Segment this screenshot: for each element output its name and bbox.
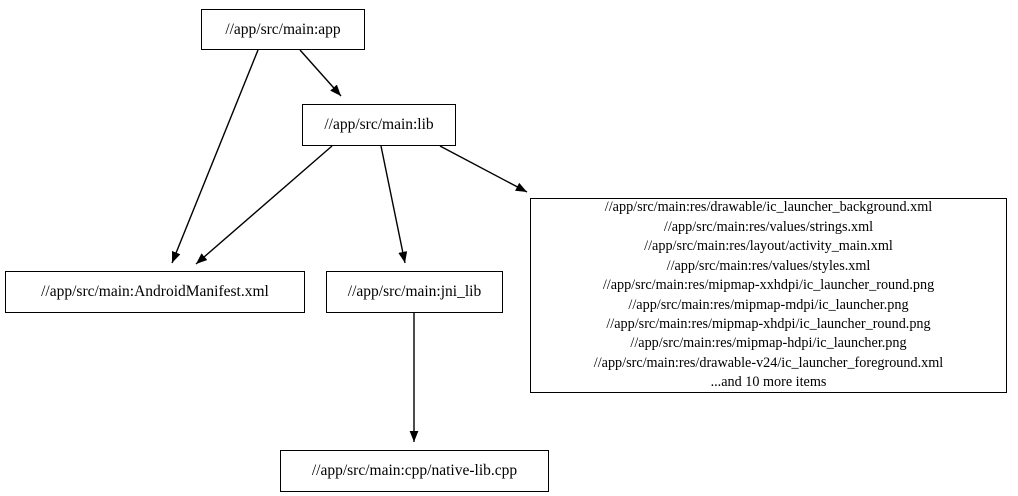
node-lib[interactable]: //app/src/main:lib bbox=[302, 104, 456, 146]
node-app[interactable]: //app/src/main:app bbox=[201, 9, 365, 50]
edge-app-to-lib bbox=[299, 49, 342, 97]
edge-lib-to-manifest bbox=[195, 145, 333, 265]
resource-line: //app/src/main:res/mipmap-hdpi/ic_launch… bbox=[630, 335, 907, 352]
resource-line: //app/src/main:res/drawable-v24/ic_launc… bbox=[593, 354, 944, 371]
node-lib-label: //app/src/main:lib bbox=[324, 116, 434, 134]
node-native-lib-cpp-label: //app/src/main:cpp/native-lib.cpp bbox=[311, 462, 518, 480]
node-jni-lib[interactable]: //app/src/main:jni_lib bbox=[326, 271, 503, 313]
resource-line: //app/src/main:res/mipmap-xxhdpi/ic_laun… bbox=[602, 277, 935, 294]
resource-more-items-label: ...and 10 more items bbox=[710, 374, 827, 391]
resource-line: //app/src/main:res/drawable/ic_launcher_… bbox=[604, 199, 933, 216]
resource-line: //app/src/main:res/values/styles.xml bbox=[666, 257, 871, 274]
node-resources-cluster[interactable]: //app/src/main:res/drawable/ic_launcher_… bbox=[530, 198, 1007, 393]
resources-cluster-list: //app/src/main:res/drawable/ic_launcher_… bbox=[594, 198, 943, 392]
resource-line: //app/src/main:res/values/strings.xml bbox=[663, 218, 874, 235]
edge-lib-to-jni-lib bbox=[380, 145, 408, 264]
node-native-lib-cpp[interactable]: //app/src/main:cpp/native-lib.cpp bbox=[280, 450, 549, 492]
node-android-manifest[interactable]: //app/src/main:AndroidManifest.xml bbox=[5, 271, 305, 313]
node-jni-lib-label: //app/src/main:jni_lib bbox=[347, 283, 482, 301]
resource-line: //app/src/main:res/mipmap-mdpi/ic_launch… bbox=[628, 296, 909, 313]
resource-line: //app/src/main:res/mipmap-xhdpi/ic_launc… bbox=[606, 315, 931, 332]
resource-line: //app/src/main:res/layout/activity_main.… bbox=[644, 238, 893, 255]
node-android-manifest-label: //app/src/main:AndroidManifest.xml bbox=[41, 283, 269, 301]
node-app-label: //app/src/main:app bbox=[225, 20, 341, 38]
edge-lib-to-resources bbox=[439, 145, 528, 193]
edge-app-to-manifest bbox=[171, 49, 259, 264]
